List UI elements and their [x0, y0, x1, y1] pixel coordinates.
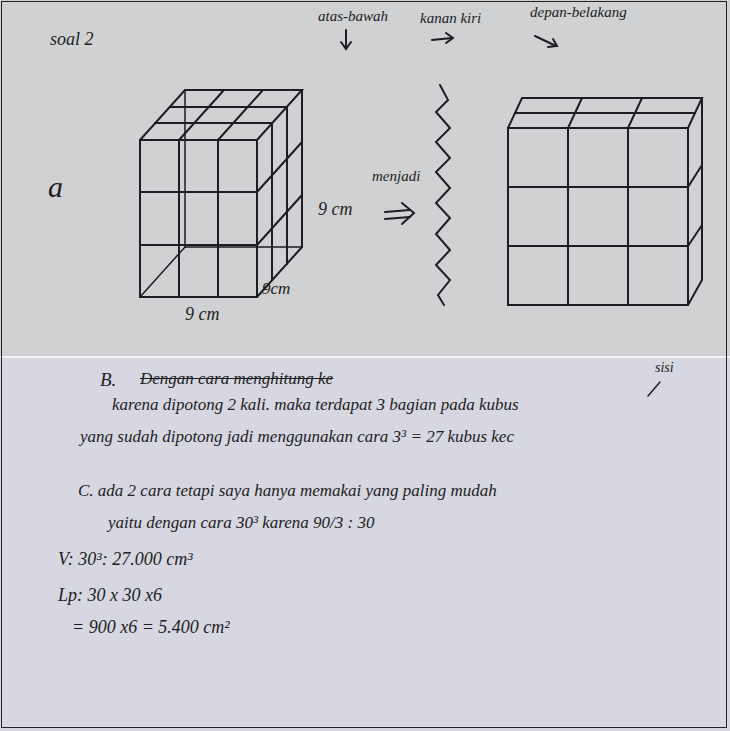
calculation: = 900 x6 = 5.400 cm² [72, 618, 230, 638]
calculation: V: 30³: 27.000 cm³ [58, 550, 193, 570]
answer-text: yang sudah dipotong jadi menggunakan car… [80, 428, 514, 447]
paper-top [0, 0, 730, 356]
annotation: sisi [655, 360, 674, 375]
annotation: atas-bawah [318, 8, 388, 25]
answer-text: C. ada 2 cara tetapi saya hanya memakai … [78, 482, 497, 501]
part-letter: B. [100, 370, 116, 391]
answer-text: karena dipotong 2 kali. maka terdapat 3 … [112, 396, 519, 415]
part-letter: a [48, 170, 63, 203]
calculation: Lp: 30 x 30 x6 [58, 586, 162, 606]
struck-text: Dengan cara menghitung ke [140, 370, 333, 389]
dimension: 9 cm [318, 200, 353, 220]
annotation: kanan kiri [420, 10, 481, 27]
dimension: 9cm [262, 280, 290, 299]
answer-text: yaitu dengan cara 30³ karena 90/3 : 30 [108, 514, 375, 533]
annotation: menjadi [372, 168, 420, 185]
dimension: 9 cm [185, 305, 220, 325]
question-number: soal 2 [50, 30, 94, 50]
annotation: depan-belakang [530, 4, 627, 21]
